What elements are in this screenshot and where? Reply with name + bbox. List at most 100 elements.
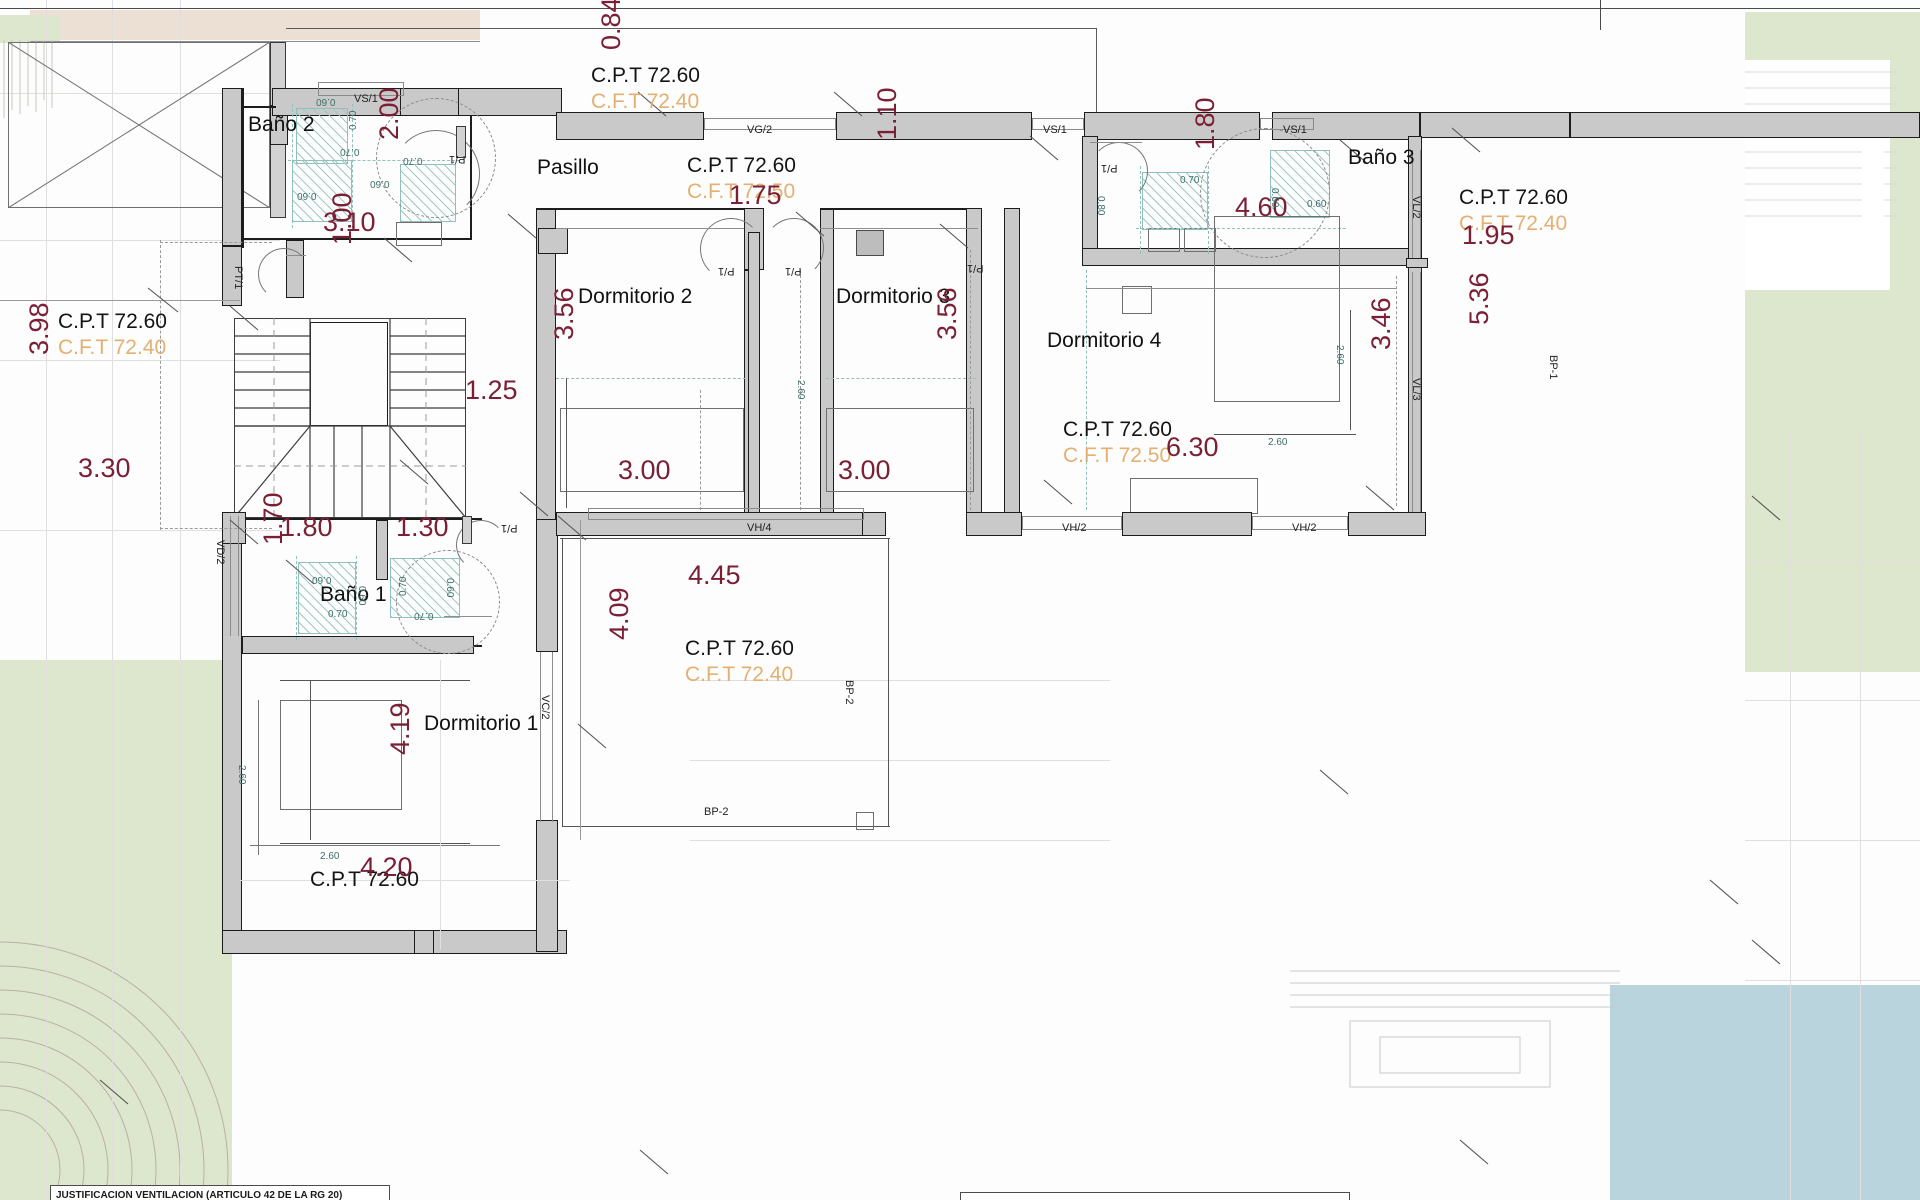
grid-line <box>46 0 47 1200</box>
dimension-v-4: 1.80 <box>1190 97 1220 150</box>
small-dimension-12: 0.70 <box>398 576 409 596</box>
grid-line <box>690 680 1110 681</box>
bano1-partition <box>376 520 388 580</box>
fixture-guide <box>288 160 460 161</box>
terrace-edge-right <box>888 538 889 826</box>
dimension-h-7: 6.30 <box>1166 432 1219 462</box>
wall-south-4 <box>1348 512 1426 536</box>
dim-dash-line <box>160 242 272 243</box>
dimension-h-5: 4.60 <box>1235 192 1288 222</box>
terrain-green-topleft <box>0 15 60 43</box>
furniture-nightstand-dorm4 <box>1122 286 1152 314</box>
dimension-v-2: 1.00 <box>327 192 357 245</box>
wall-partition-mid <box>748 232 760 522</box>
legend-box-2 <box>960 1192 1350 1200</box>
level-cpt-5: C.P.T 72.60 <box>685 637 794 660</box>
grid-line <box>1745 700 1920 701</box>
fixture-basin-b <box>1184 228 1216 252</box>
small-dimension-15: 0.60 <box>444 578 455 598</box>
wall-north-4 <box>836 112 1032 140</box>
grid-line <box>1790 430 1791 1200</box>
terrace-edge-top <box>560 538 890 539</box>
small-dimension-6: 0.70 <box>1180 175 1200 186</box>
room-label-ba-o-2: Baño 2 <box>248 113 315 136</box>
wall-south-pier <box>414 930 434 954</box>
level-cft-0: C.F.T 72.40 <box>591 90 700 113</box>
dimension-h-3: 3.00 <box>618 455 671 485</box>
small-dimension-20: 2.60 <box>320 851 340 862</box>
window-VC2-line-b <box>552 652 553 822</box>
grid-line <box>0 240 280 241</box>
bano1-door-line <box>444 616 492 617</box>
window-VH4 <box>588 508 864 520</box>
bano2-wall-left <box>242 88 244 248</box>
terrain-hatch <box>3 40 53 118</box>
furniture-bed-dorm2 <box>560 408 744 492</box>
wall-dorm1-right-lower <box>536 820 558 952</box>
window-VG2 <box>704 118 836 130</box>
small-dimension-18: 2.60 <box>1268 437 1288 448</box>
wall-dorm2-left <box>536 208 556 520</box>
wall-dorm4-left <box>1004 208 1020 520</box>
grid-line <box>690 760 1110 761</box>
level-cpt-4: C.P.T 72.60 <box>1063 418 1172 441</box>
small-dimension-0: 0.60 <box>316 96 336 107</box>
room-label-dormitorio-2: Dormitorio 2 <box>578 285 693 308</box>
wall-south-1 <box>556 512 876 536</box>
terrace-gap <box>1862 120 1884 230</box>
bano1-door-jamb <box>462 516 472 544</box>
wall-dorm2-top <box>536 208 764 210</box>
code-P1-8: P/1 <box>1101 162 1118 174</box>
grid-line <box>0 530 280 531</box>
window-VD2-line-a <box>230 516 231 636</box>
small-dimension-9: 0.60 <box>1307 199 1327 210</box>
dimension-h-8: 3.30 <box>78 453 131 483</box>
site-boundary-top <box>0 8 1600 9</box>
code-P1-5: P/1 <box>718 265 735 277</box>
paving-lines-bottomright <box>1290 970 1620 1088</box>
wall-north-8 <box>1570 112 1920 138</box>
fixture-shower-bano2 <box>296 108 348 164</box>
code-VH2-14: VH/2 <box>1062 522 1087 534</box>
code-VH2-15: VH/2 <box>1292 522 1317 534</box>
fixture-guide <box>292 104 293 228</box>
guide-line <box>240 880 570 881</box>
window-VC2-line-a <box>540 652 541 822</box>
bano1-wall-top <box>242 518 482 520</box>
grid-line <box>1745 980 1920 981</box>
guide-line <box>440 660 441 950</box>
guide-dash <box>700 390 701 520</box>
small-dimension-3: 0.60 <box>297 190 317 201</box>
stair-treads <box>234 318 466 518</box>
dimension-h-6: 1.95 <box>1462 220 1515 250</box>
room-label-ba-o-3: Baño 3 <box>1348 146 1415 169</box>
window-VL3-a <box>1412 272 1413 512</box>
window-VL2-a <box>1412 150 1413 260</box>
code-BP2-20: BP-2 <box>704 806 729 818</box>
guide-teal <box>826 378 976 379</box>
window-VH2-left <box>1022 516 1122 530</box>
small-dimension-16: 2.60 <box>795 380 806 400</box>
small-dimension-10: 0.60 <box>312 574 332 585</box>
wall-south-3 <box>1122 512 1252 536</box>
level-cft-2: C.F.T 72.40 <box>58 336 167 359</box>
dimension-v-3: 1.10 <box>872 87 902 140</box>
small-dimension-1: 0.70 <box>348 110 359 130</box>
guide-dash <box>1396 276 1397 506</box>
door-swing-pasillo <box>258 248 310 300</box>
level-cft-5: C.F.T 72.40 <box>685 663 794 686</box>
dimension-h-9: 1.80 <box>280 512 333 542</box>
guide-dash <box>800 270 801 520</box>
code-VS1-3: VS/1 <box>1283 124 1307 136</box>
fixture-basin-a <box>1148 228 1180 252</box>
bano2-wall-top-stub <box>242 106 276 108</box>
pier-dorm2 <box>538 228 568 254</box>
grid-line <box>1745 560 1920 561</box>
door-swing-bano3 <box>1200 128 1330 258</box>
wall-north-3 <box>556 112 704 140</box>
bano2-wall-bottom <box>242 238 472 240</box>
guide-dash <box>970 250 971 510</box>
dimension-v-12: 4.19 <box>385 702 415 755</box>
level-cpt-1: C.P.T 72.60 <box>687 154 796 177</box>
door-swing-bano1 <box>396 550 500 654</box>
